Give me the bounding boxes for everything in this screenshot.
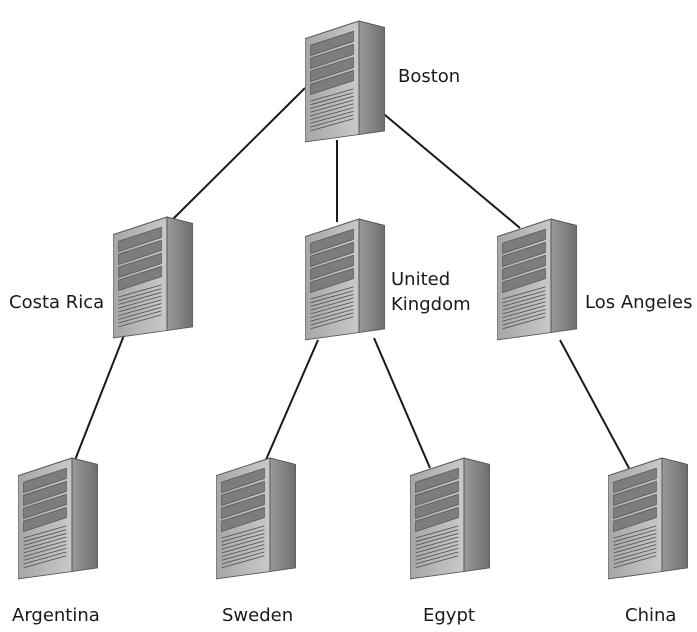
server-los-angeles-icon [497,218,577,341]
link-boston-costa-rica [169,87,306,223]
link-uk-egypt [373,337,431,469]
label-argentina: Argentina [12,605,100,626]
server-argentina-icon [18,457,98,580]
link-uk-sweden [264,339,319,463]
server-china-icon [608,457,688,580]
label-sweden: Sweden [222,605,293,626]
link-boston-los-angeles [372,104,521,229]
server-united-kingdom-icon [305,218,385,341]
label-china: China [625,605,676,626]
server-boston-icon [305,20,385,143]
label-los-angeles: Los Angeles [585,292,693,313]
server-costa-rica-icon [113,216,193,339]
label-costa-rica: Costa Rica [9,292,104,313]
link-costa-rica-argentina [74,324,129,461]
server-egypt-icon [410,457,490,580]
connector-lines [74,87,631,471]
label-united-kingdom-line1: United [391,269,450,290]
server-sweden-icon [216,457,296,580]
label-united-kingdom-line2: Kingdom [391,294,471,315]
label-egypt: Egypt [423,605,475,626]
label-boston: Boston [398,66,460,87]
link-los-angeles-china [559,339,631,471]
